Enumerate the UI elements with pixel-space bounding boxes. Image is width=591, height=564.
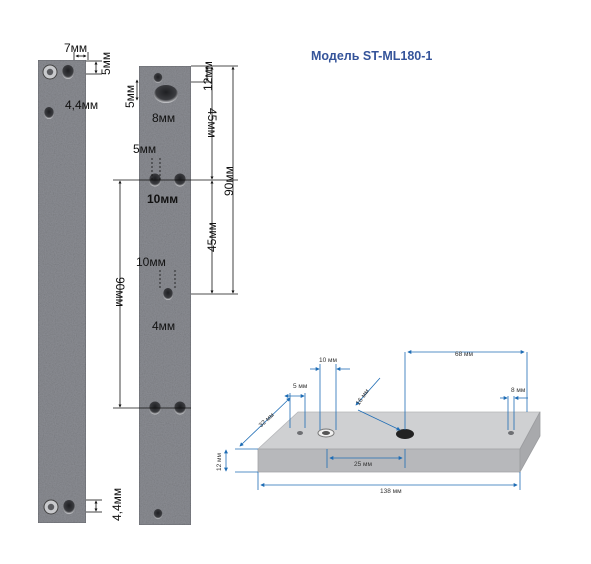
- left-strip-dimension-lines: [73, 52, 102, 513]
- right-strip: [138, 65, 192, 526]
- model-title: Модель ST-ML180-1: [311, 49, 433, 63]
- bar-hole-small-left: [297, 431, 303, 435]
- bar-hole-countersink-inner: [322, 431, 330, 435]
- bar-hole-small-right: [508, 431, 514, 435]
- dim-5mm-mid: 5мм: [133, 142, 156, 156]
- bar-hole-large: [396, 429, 414, 439]
- dim-45mm-top: 45мм: [205, 108, 219, 138]
- bar-dimension-lines: [224, 350, 528, 490]
- hole-center: [163, 288, 173, 300]
- bar-dim-8mm: 8 мм: [511, 387, 526, 394]
- dim-90mm-left: 90мм: [113, 277, 127, 307]
- hole-bottom-right: [63, 500, 75, 514]
- dim-5mm-left: 5мм: [123, 85, 137, 108]
- right-strip-dimension-lines: [113, 65, 238, 409]
- hole-small-top: [153, 73, 163, 83]
- dim-7mm: 7мм: [64, 41, 87, 55]
- bar-3d: [256, 411, 541, 474]
- dim-10mm: 10мм: [136, 255, 166, 269]
- bar-dim-5mm: 5 мм: [293, 383, 308, 390]
- bar-dimension-labels: 10 мм 68 мм 5 мм 8 мм 16 мм 32 мм 12 мм …: [216, 351, 526, 495]
- left-strip: [37, 59, 87, 524]
- left-strip-plate: [37, 59, 87, 524]
- bar-side-face: [519, 411, 541, 474]
- bar-dim-25mm: 25 мм: [354, 461, 373, 468]
- dim-4-4mm-bottom: 4,4мм: [110, 488, 124, 521]
- screw-bottom-left: [43, 499, 59, 515]
- hole-small-bottom: [153, 509, 163, 519]
- dim-12mm: 12мм: [201, 61, 215, 91]
- dim-4-4mm-top: 4,4мм: [65, 98, 98, 112]
- bar-front-face: [257, 448, 521, 473]
- hole-oval-large: [154, 85, 178, 103]
- bar-dim-10mm: 10 мм: [319, 357, 338, 364]
- screw-top-left: [42, 64, 58, 80]
- dim-45mm-bottom: 45мм: [205, 222, 219, 252]
- hole-top-right: [62, 65, 74, 79]
- dim-8mm: 8мм: [152, 111, 175, 125]
- bar-dim-12mm: 12 мм: [216, 452, 223, 471]
- dim-10mm-bold: 10мм: [147, 192, 178, 206]
- bar-dim-138mm: 138 мм: [380, 488, 402, 495]
- dim-90mm-right: 90мм: [222, 166, 236, 196]
- hole-upper: [44, 107, 54, 119]
- dim-4mm: 4мм: [152, 319, 175, 333]
- dim-5mm-top: 5мм: [99, 52, 113, 75]
- bar-dim-68mm: 68 мм: [455, 351, 474, 358]
